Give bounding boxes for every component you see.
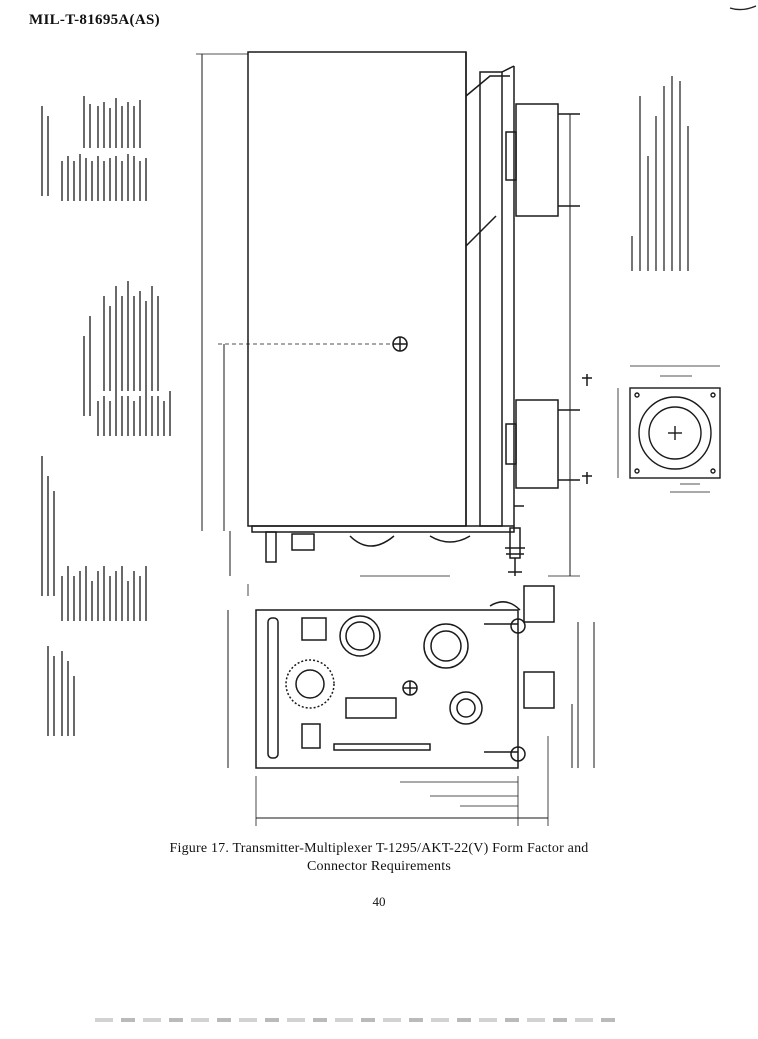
view-a-a-detail [617,365,721,493]
j3-pin-list [83,281,171,436]
figure-caption: Figure 17. Transmitter-Multiplexer T-129… [0,840,758,876]
j1-pin-list [41,96,147,201]
figure-caption-line-1: Figure 17. Transmitter-Multiplexer T-129… [169,841,589,856]
notes-block [631,76,689,271]
figure-caption-line-2: Connector Requirements [307,859,451,874]
side-view [196,51,592,577]
spec-number-header: MIL-T-81695A(AS) [29,12,160,28]
corner-mark [729,5,757,11]
plan-view [227,575,595,826]
scan-noise-strip [95,1018,615,1022]
j2-pin-list [41,456,147,621]
page-number: 40 [372,894,386,909]
connector-pin-lists [41,96,171,736]
j4-pin-list [47,646,75,736]
engineering-drawing [41,51,721,826]
